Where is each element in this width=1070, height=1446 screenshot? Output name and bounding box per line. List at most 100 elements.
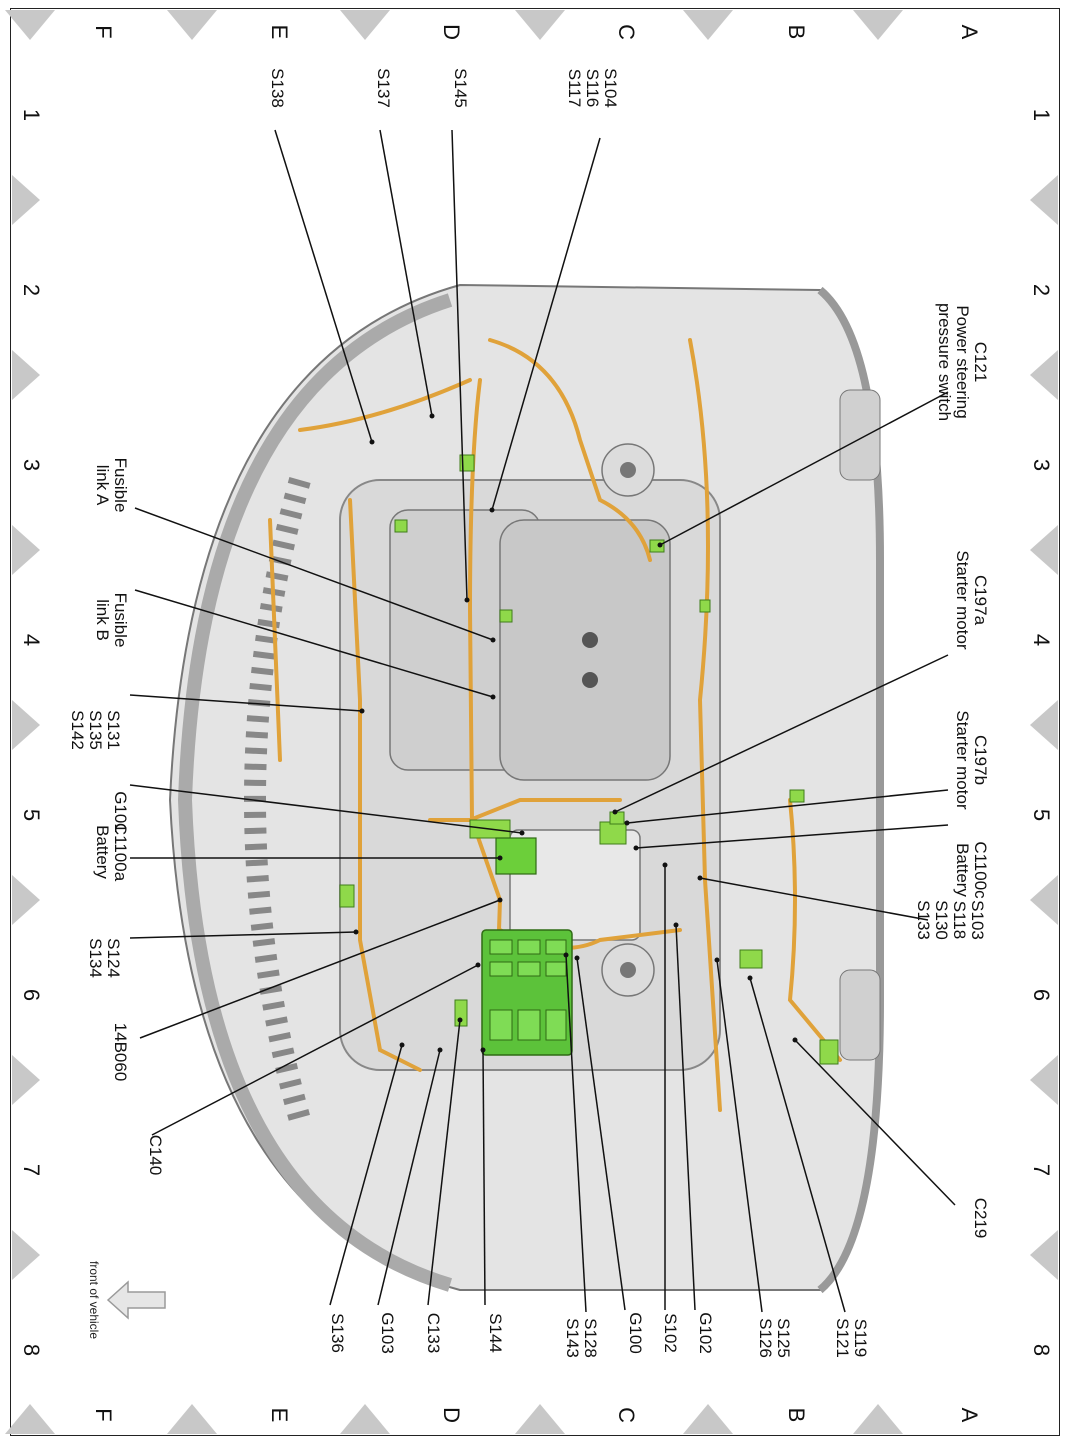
- grid-row-label: A: [957, 1408, 982, 1423]
- leader-line: [427, 1019, 461, 1306]
- leader-line: [134, 589, 494, 698]
- callout-c121: C121Power steeringpressure switch: [935, 303, 990, 421]
- callout-s125: S125S126: [756, 1318, 793, 1358]
- grid-row-label: E: [267, 1408, 292, 1423]
- leader-endpoint: [624, 820, 630, 826]
- grid-marker: [1030, 350, 1058, 400]
- callout-c197a: C197aStarter motor: [953, 550, 990, 650]
- leader-line: [129, 694, 363, 712]
- grid-marker: [5, 1404, 55, 1434]
- grid-row-label: D: [439, 1407, 464, 1423]
- grid-marker: [1030, 175, 1058, 225]
- leader-line: [635, 824, 949, 849]
- grid-marker: [5, 10, 55, 40]
- leader-line: [749, 977, 846, 1313]
- callout-s145: S145: [451, 68, 470, 108]
- callout-14b060: 14B060: [111, 1023, 130, 1082]
- leader-endpoint: [480, 1047, 486, 1053]
- leader-line: [626, 789, 949, 824]
- leader-line: [151, 964, 479, 1136]
- callout-s102: S102: [661, 1313, 680, 1353]
- grid-marker: [12, 700, 40, 750]
- leader-endpoint: [673, 922, 679, 928]
- leader-line: [274, 129, 373, 443]
- grid-marker: [167, 10, 217, 40]
- grid-marker: [12, 175, 40, 225]
- leader-line: [716, 959, 763, 1313]
- callout-s103: S103S118S130S133: [914, 900, 987, 940]
- leader-endpoint: [490, 694, 496, 700]
- grid-marker: [1030, 875, 1058, 925]
- callout-g103: G103: [378, 1312, 397, 1354]
- grid-marker: [167, 1404, 217, 1434]
- leader-endpoint: [489, 507, 495, 513]
- vehicle-engine-bay-illustration: [168, 283, 884, 1294]
- leader-endpoint: [612, 809, 618, 815]
- callout-s144: S144: [486, 1313, 505, 1353]
- grid-marker: [515, 1404, 565, 1434]
- leader-line: [129, 931, 357, 939]
- grid-marker: [340, 1404, 390, 1434]
- grid-marker: [1030, 1055, 1058, 1105]
- grid-col-label: 2: [1029, 284, 1054, 296]
- leader-endpoint: [792, 1037, 798, 1043]
- grid-row-label: D: [439, 24, 464, 40]
- front-of-vehicle-indicator: front of vehicle: [87, 1261, 166, 1339]
- grid-col-label: 8: [1029, 1344, 1054, 1356]
- grid-marker: [1030, 1230, 1058, 1280]
- callout-c197b: C197bStarter motor: [953, 710, 990, 810]
- leader-line: [794, 1039, 956, 1206]
- leader-line: [451, 129, 468, 601]
- grid-col-label: 5: [1029, 809, 1054, 821]
- grid-markers: [5, 10, 1058, 1434]
- leader-endpoint: [633, 845, 639, 851]
- leader-line: [614, 654, 949, 813]
- leader-line: [491, 137, 601, 511]
- callout-s136: S136: [328, 1313, 347, 1353]
- callout-c1100c: C1100cBattery: [953, 841, 990, 899]
- leader-endpoint: [429, 413, 435, 419]
- leader-endpoint: [464, 597, 470, 603]
- leader-endpoint: [519, 830, 525, 836]
- front-of-vehicle-note: front of vehicle: [87, 1261, 101, 1339]
- grid-marker: [853, 10, 903, 40]
- grid-marker: [12, 875, 40, 925]
- leader-endpoint: [662, 862, 668, 868]
- leader-line: [379, 129, 433, 417]
- grid-col-label: 1: [19, 109, 44, 121]
- grid-row-label: F: [91, 25, 116, 38]
- callout-s128: S128S143: [563, 1318, 600, 1358]
- grid-marker: [1030, 700, 1058, 750]
- leader-line: [565, 954, 587, 1313]
- callout-leader-lines: [129, 129, 956, 1313]
- callout-c219: C219: [971, 1198, 990, 1239]
- leader-endpoint: [353, 929, 359, 935]
- grid-marker: [12, 1230, 40, 1280]
- grid-col-label: 3: [1029, 459, 1054, 471]
- leader-line: [659, 391, 949, 546]
- callout-c140: C140: [146, 1135, 165, 1176]
- grid-marker: [12, 525, 40, 575]
- callout-s119: S119S121: [833, 1318, 870, 1358]
- grid-col-label: 4: [19, 634, 44, 646]
- grid-col-label: 1: [1029, 109, 1054, 121]
- grid-marker: [12, 1055, 40, 1105]
- callout-g100: G100: [626, 1312, 645, 1354]
- diagram-frame: [10, 8, 1060, 1436]
- leader-line: [482, 1049, 486, 1306]
- callout-g102: G102: [696, 1312, 715, 1354]
- leader-endpoint: [490, 637, 496, 643]
- leader-line: [139, 899, 501, 1039]
- grid-col-label: 7: [19, 1164, 44, 1176]
- grid-col-label: 6: [1029, 989, 1054, 1001]
- callout-s138: S138: [268, 68, 287, 108]
- leader-endpoint: [475, 962, 481, 968]
- callout-s137: S137: [374, 68, 393, 108]
- grid-marker: [1030, 525, 1058, 575]
- leader-endpoint: [747, 975, 753, 981]
- leader-endpoint: [574, 955, 580, 961]
- callout-fusible-b: Fusiblelink B: [93, 593, 130, 648]
